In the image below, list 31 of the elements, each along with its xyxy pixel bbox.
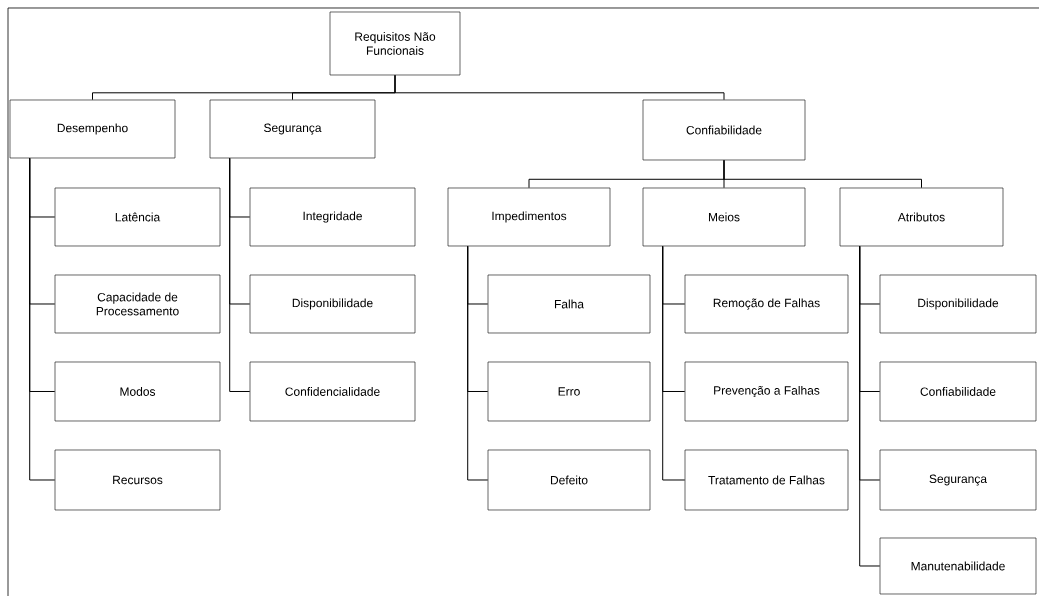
tree-box: Confidencialidade (249, 361, 416, 422)
connector-line (229, 157, 251, 392)
tree-box: Modos (54, 361, 221, 422)
tree-box: Disponibilidade (879, 274, 1037, 334)
connector-line (662, 245, 686, 481)
tree-box: Erro (487, 361, 651, 422)
tree-box: Requisitos Não Funcionais (329, 11, 461, 76)
tree-box: Capacidade de Processamento (54, 274, 221, 334)
tree-box: Desempenho (9, 99, 176, 159)
tree-box: Confiabilidade (879, 361, 1037, 422)
tree-box: Segurança (209, 99, 376, 159)
tree-box: Recursos (54, 449, 221, 511)
tree-box: Confiabilidade (642, 99, 806, 161)
connector-line (29, 157, 56, 481)
tree-box: Manutenabilidade (879, 537, 1037, 595)
tree-box: Falha (487, 274, 651, 334)
tree-box: Integridade (249, 187, 416, 247)
tree-box: Segurança (879, 449, 1037, 511)
tree-box: Defeito (487, 449, 651, 511)
tree-box: Atributos (839, 187, 1004, 247)
tree-box: Meios (642, 187, 806, 247)
connector-line (723, 159, 922, 189)
connector-line (467, 245, 489, 481)
tree-box: Latência (54, 187, 221, 247)
tree-box: Disponibilidade (249, 274, 416, 334)
tree-box: Remoção de Falhas (684, 274, 849, 334)
tree-box: Prevenção a Falhas (684, 361, 849, 422)
tree-box: Impedimentos (447, 187, 611, 247)
connector-line (394, 74, 725, 101)
tree-box: Tratamento de Falhas (684, 449, 849, 511)
connector-line (859, 245, 881, 567)
